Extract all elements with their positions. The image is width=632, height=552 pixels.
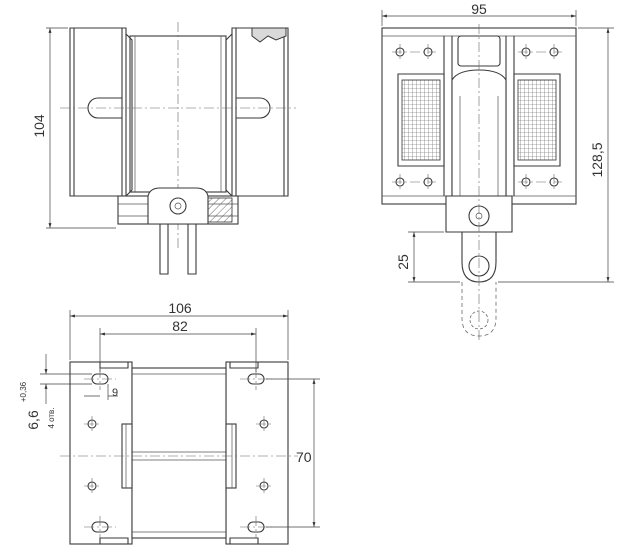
side-holes bbox=[392, 44, 562, 190]
dim-offset-9: 9 bbox=[112, 387, 118, 399]
dim-spacing-82: 82 bbox=[172, 318, 188, 334]
dim-mount-70: 70 bbox=[296, 449, 312, 465]
dim-stroke-25: 25 bbox=[395, 254, 411, 270]
dim-hole-6-6: 6,6 bbox=[25, 410, 41, 430]
dim-height-128-5: 128,5 bbox=[589, 142, 605, 177]
dim-width-106: 106 bbox=[168, 300, 192, 316]
dim-height-104: 104 bbox=[31, 114, 47, 138]
side-view: 95 128,5 25 bbox=[381, 1, 614, 342]
top-holes bbox=[84, 368, 272, 538]
dim-width-95: 95 bbox=[471, 1, 487, 17]
top-view: 106 82 70 9 6,6 +0,36 4 отв. bbox=[19, 300, 320, 545]
dim-hole-tolerance: +0,36 bbox=[19, 381, 28, 402]
front-view: 104 bbox=[31, 22, 296, 275]
dim-hole-count: 4 отв. bbox=[47, 407, 56, 428]
